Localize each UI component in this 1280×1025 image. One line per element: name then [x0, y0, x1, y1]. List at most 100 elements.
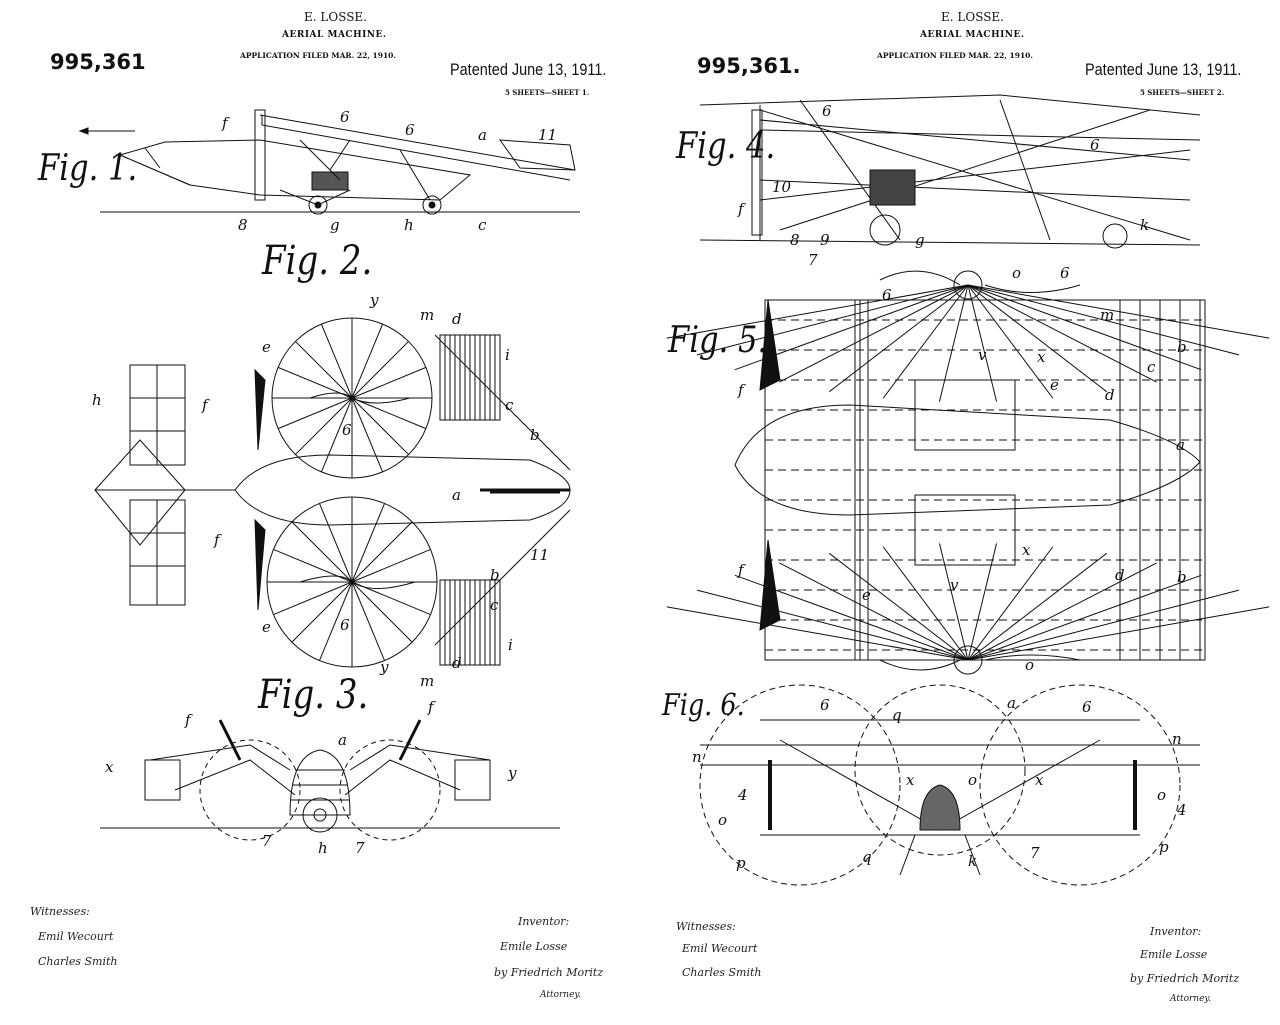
figure-6-drawing — [699, 684, 1200, 886]
sheet-number-sheet2: 5 SHEETS—SHEET 2. — [1140, 88, 1225, 97]
reference-label: h — [404, 216, 414, 234]
sheet-number-sheet1: 5 SHEETS—SHEET 1. — [505, 88, 590, 97]
figure-1-drawing — [78, 109, 580, 215]
reference-label: 6 — [1082, 698, 1092, 716]
reference-label: c — [1147, 358, 1156, 376]
reference-label: 7 — [1030, 844, 1040, 862]
reference-label: f — [427, 698, 436, 716]
reference-label: q — [862, 848, 872, 866]
patent-title-sheet2: AERIAL MACHINE. — [920, 30, 1025, 40]
reference-label: o — [968, 771, 977, 789]
witness-signature: Charles Smith — [682, 966, 762, 979]
reference-label: o — [718, 811, 727, 829]
reference-label: m — [420, 672, 434, 690]
reference-label: b — [1177, 338, 1187, 356]
reference-label: 10 — [772, 178, 792, 196]
reference-label: 7 — [355, 839, 365, 857]
reference-label: e — [862, 586, 871, 604]
reference-label: f — [201, 396, 210, 414]
reference-label: f — [184, 711, 193, 729]
application-date-sheet2: APPLICATION FILED MAR. 22, 1910. — [877, 51, 1034, 60]
figure-5-drawing — [666, 270, 1270, 675]
witnesses-label-sheet1: Witnesses: — [30, 905, 90, 918]
witness-signature: Emil Wecourt — [38, 930, 114, 943]
attorney-signature: by Friedrich Moritz — [1130, 972, 1240, 985]
reference-label: o — [1157, 786, 1166, 804]
reference-label: a — [338, 731, 347, 749]
reference-label: f — [737, 381, 746, 399]
reference-label: x — [1022, 541, 1031, 559]
reference-label: 6 — [340, 108, 350, 126]
reference-label: x — [906, 771, 915, 789]
witness-signature: Emil Wecourt — [682, 942, 758, 955]
reference-label: 6 — [820, 696, 830, 714]
reference-label: y — [507, 764, 517, 782]
application-date-sheet1: APPLICATION FILED MAR. 22, 1910. — [240, 51, 397, 60]
reference-label: b — [490, 566, 500, 584]
inventor-label-sheet2: Inventor: — [1150, 925, 1202, 938]
attorney-label-sheet2: Attorney. — [1170, 994, 1212, 1004]
figure-4-label: Fig. 4. — [676, 126, 776, 167]
patent-title-sheet1: AERIAL MACHINE. — [282, 30, 387, 40]
reference-label: o — [1012, 264, 1021, 282]
reference-label: 6 — [882, 286, 892, 304]
reference-label: 9 — [820, 231, 830, 249]
reference-label: v — [978, 346, 987, 364]
reference-label: 6 — [822, 102, 832, 120]
inventor-signature: Emile Losse — [1140, 948, 1208, 961]
figure-3-drawing — [100, 719, 560, 841]
reference-label: h — [318, 839, 328, 857]
patent-number-sheet1: 995,361 — [50, 50, 146, 74]
reference-label: e — [262, 618, 271, 636]
reference-label: p — [1159, 838, 1169, 856]
figure-6-label: Fig. 6. — [662, 688, 745, 723]
reference-label: 6 — [342, 421, 352, 439]
reference-label: a — [1176, 436, 1185, 454]
reference-label: 8 — [238, 216, 248, 234]
reference-label: 11 — [538, 126, 557, 144]
reference-label: a — [452, 486, 461, 504]
attorney-label-sheet1: Attorney. — [540, 990, 582, 1000]
reference-label: v — [950, 576, 959, 594]
patented-date-sheet1: Patented June 13, 1911. — [450, 60, 607, 79]
reference-label: m — [420, 306, 434, 324]
inventor-signature: Emile Losse — [500, 940, 568, 953]
figure-5-label: Fig. 5. — [668, 320, 768, 361]
reference-label: 11 — [530, 546, 549, 564]
reference-label: g — [330, 216, 340, 234]
reference-label: i — [508, 636, 513, 654]
reference-label: a — [1007, 694, 1016, 712]
reference-label: a — [478, 126, 487, 144]
reference-label: d — [1105, 386, 1115, 404]
reference-label: k — [968, 852, 977, 870]
reference-label: e — [1050, 376, 1059, 394]
reference-label: c — [490, 596, 499, 614]
reference-label: x — [1035, 771, 1044, 789]
patent-number-sheet2: 995,361. — [697, 54, 801, 78]
reference-label: 6 — [1060, 264, 1070, 282]
figure-4-drawing — [699, 94, 1201, 249]
reference-label: b — [1177, 568, 1187, 586]
reference-label: g — [915, 231, 925, 249]
reference-label: 7 — [262, 832, 272, 850]
reference-label: d — [1115, 566, 1125, 584]
reference-label: d — [452, 310, 462, 328]
reference-label: 4 — [737, 786, 748, 804]
reference-label: n — [1172, 730, 1182, 748]
inventor-name-sheet2: E. LOSSE. — [941, 10, 1004, 24]
reference-label: m — [1100, 306, 1114, 324]
witness-signature: Charles Smith — [38, 955, 118, 968]
reference-label: f — [737, 561, 746, 579]
reference-label: x — [105, 758, 114, 776]
reference-label: 6 — [405, 121, 415, 139]
reference-label: d — [452, 654, 462, 672]
reference-label: y — [369, 291, 379, 309]
reference-label: k — [1140, 216, 1149, 234]
patented-date-sheet2: Patented June 13, 1911. — [1085, 60, 1242, 79]
reference-label: 6 — [340, 616, 350, 634]
reference-label: 8 — [790, 231, 800, 249]
reference-label: b — [530, 426, 540, 444]
reference-label: e — [262, 338, 271, 356]
reference-label: 7 — [808, 251, 818, 269]
reference-label: y — [379, 658, 389, 676]
